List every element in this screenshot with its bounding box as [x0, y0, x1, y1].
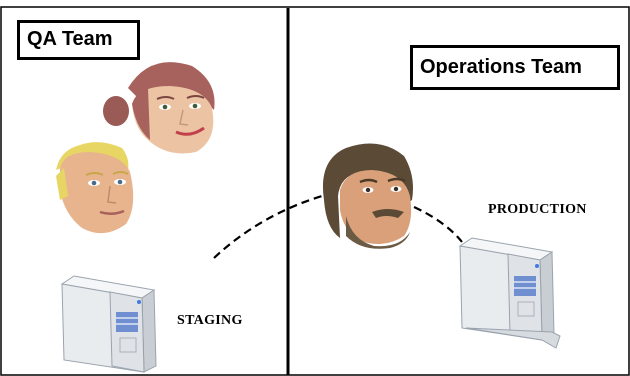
operations-man-face-icon [322, 143, 413, 249]
production-server-icon [458, 237, 561, 349]
qa-team-label: QA Team [17, 20, 140, 60]
staging-label: STAGING [177, 313, 243, 328]
qa-man-face-icon [56, 142, 134, 234]
staging-to-operations-connector [213, 194, 323, 259]
qa-woman-face-icon [103, 62, 215, 154]
staging-server-icon [60, 275, 157, 373]
operations-team-label: Operations Team [410, 45, 620, 90]
diagram-border [0, 6, 630, 376]
operations-to-production-connector [413, 206, 463, 243]
production-label: PRODUCTION [488, 202, 587, 217]
